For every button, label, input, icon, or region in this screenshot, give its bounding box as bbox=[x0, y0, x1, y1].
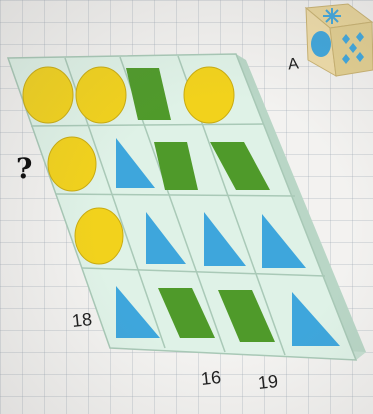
pattern-cube bbox=[306, 4, 373, 76]
bottom-count-1: 16 bbox=[200, 367, 222, 390]
snowflake-icon bbox=[323, 8, 341, 24]
left-count: 18 bbox=[71, 309, 93, 332]
cube-circle-icon bbox=[311, 31, 331, 57]
shape-circle bbox=[23, 67, 73, 123]
cube-label: A bbox=[287, 55, 299, 74]
shape-circle bbox=[48, 137, 96, 191]
shape-circle bbox=[76, 67, 126, 123]
shape-circle bbox=[75, 208, 123, 264]
question-mark: ? bbox=[16, 152, 32, 185]
bottom-count-2: 19 bbox=[257, 371, 279, 394]
shape-circle bbox=[184, 67, 234, 123]
